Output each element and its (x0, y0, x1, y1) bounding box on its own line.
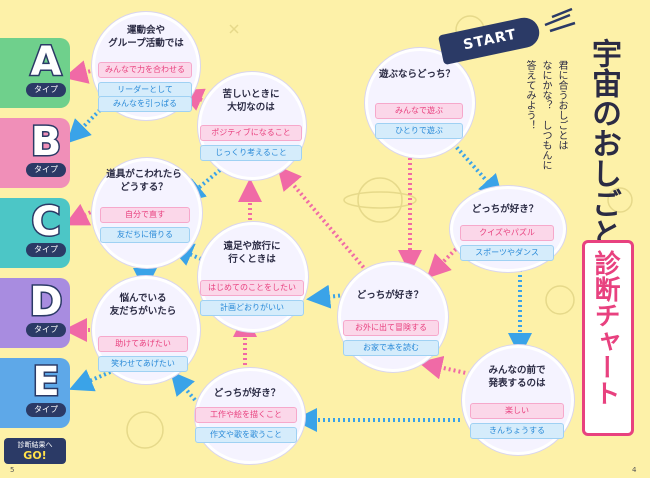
question-q1-line: 遊ぶならどっち？ (378, 69, 455, 80)
type-label: タイプ (26, 163, 66, 177)
question-q5-line1: 遠足や旅行に (223, 241, 281, 252)
type-tab-c[interactable]: C タイプ (0, 198, 70, 268)
type-label: タイプ (26, 323, 66, 337)
main-title: 宇宙のおしごと (586, 38, 621, 248)
answer-q10-b[interactable]: 作文や歌を歌うこと (195, 427, 297, 443)
question-q7-line2: グループ活動では (108, 38, 184, 49)
question-q5-line2: 行くときは (228, 254, 276, 265)
answer-q4-b[interactable]: きんちょうする (470, 423, 564, 439)
page-number-left: 5 (10, 466, 15, 474)
question-q8-line2: どうする？ (120, 182, 168, 193)
answer-q4-a[interactable]: 楽しい (470, 403, 564, 419)
answer-q2-b[interactable]: スポーツやダンス (460, 245, 554, 261)
question-q10-line: どっちが好き？ (213, 388, 281, 399)
answer-q2-a[interactable]: クイズやパズル (460, 225, 554, 241)
type-label: タイプ (26, 403, 66, 417)
answer-q3-a[interactable]: お外に出て冒険する (343, 320, 439, 336)
answer-q8-a[interactable]: 自分で直す (100, 207, 190, 223)
type-tab-b[interactable]: B タイプ (0, 118, 70, 188)
type-letter: B (29, 119, 63, 166)
answer-q9-b[interactable]: 笑わせてあげたい (98, 356, 188, 372)
type-label: タイプ (26, 83, 66, 97)
answer-q9-a[interactable]: 助けてあげたい (98, 336, 188, 352)
question-q4-line1: みんなの前で (488, 365, 546, 376)
goal-line1: 診断結果へ (17, 441, 53, 449)
answer-q10-a[interactable]: 工作や絵を描くこと (195, 407, 297, 423)
question-q8-line1: 道具がこわれたら (106, 169, 182, 180)
goal-badge[interactable]: 診断結果へ GO! (4, 438, 66, 464)
type-letter: E (31, 359, 61, 406)
type-label: タイプ (26, 243, 66, 257)
type-letter: C (30, 199, 62, 246)
answer-q8-b[interactable]: 友だちに借りる (100, 227, 190, 243)
answer-q6-a[interactable]: ポジティブになること (200, 125, 302, 141)
answer-q1-b[interactable]: ひとりで遊ぶ (375, 123, 463, 139)
question-q3-line: どっちが好き？ (356, 290, 424, 301)
page-number-right: 4 (632, 466, 637, 474)
question-q6-line1: 苦しいときに (222, 89, 280, 100)
answer-q1-a[interactable]: みんなで遊ぶ (375, 103, 463, 119)
answer-q7-b2[interactable]: みんなを引っぱる (98, 96, 192, 112)
question-q6-line2: 大切なのは (227, 102, 275, 113)
speed-lines-icon (544, 7, 576, 33)
subtitle-box (582, 240, 634, 436)
lead-text-3: 答えてみよう！ (524, 60, 535, 130)
type-tab-a[interactable]: A タイプ (0, 38, 70, 108)
type-letter: A (29, 39, 63, 86)
goal-line2: GO! (23, 449, 47, 462)
lead-text-1: 君に合うおしごとは (556, 60, 567, 150)
answer-q6-b[interactable]: じっくり考えること (200, 145, 302, 161)
answer-q5-a[interactable]: はじめてのことをしたい (200, 280, 304, 296)
answer-q3-b[interactable]: お家で本を読む (343, 340, 439, 356)
type-letter: D (28, 279, 64, 326)
question-q9-line2: 友だちがいたら (109, 306, 177, 317)
lead-text-2: なにかな？ しつもんに (540, 60, 551, 170)
type-tab-d[interactable]: D タイプ (0, 278, 70, 348)
question-q9-line1: 悩んでいる (119, 293, 167, 304)
type-tab-e[interactable]: E タイプ (0, 358, 70, 428)
answer-q5-b[interactable]: 計画どおりがいい (200, 300, 304, 316)
subtitle: 診断チャート (590, 250, 620, 406)
question-q7-line1: 運動会や (126, 25, 165, 36)
question-q4-line2: 発表するのは (488, 378, 546, 389)
question-q2-line: どっちが好き？ (471, 204, 539, 215)
answer-q7-a[interactable]: みんなで力を合わせる (98, 62, 192, 78)
